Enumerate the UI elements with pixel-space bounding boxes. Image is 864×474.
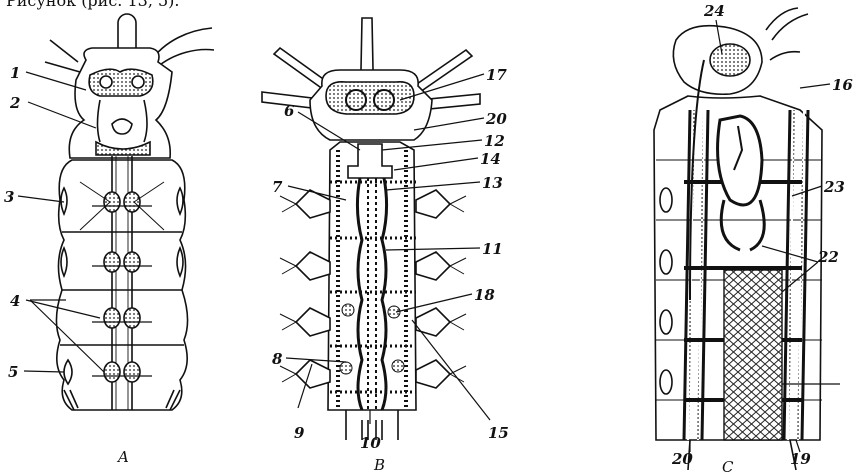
label-c-16: 16	[832, 76, 853, 94]
label-b-13: 13	[482, 174, 503, 192]
label-b-7: 7	[272, 178, 283, 196]
label-b-11: 11	[482, 240, 503, 258]
label-b-8: 8	[272, 350, 283, 368]
label-b-18: 18	[474, 286, 495, 304]
label-c-19: 19	[790, 450, 811, 468]
label-a-2: 2	[9, 94, 20, 112]
caption-c: C	[722, 458, 734, 474]
label-a-3: 3	[4, 188, 14, 206]
label-c-23: 23	[823, 178, 845, 196]
label-c-20: 20	[671, 450, 693, 468]
figure-a-segments	[56, 160, 187, 410]
label-b-12: 12	[484, 132, 505, 150]
figure-b	[262, 18, 480, 440]
label-c-22: 22	[817, 248, 839, 266]
caption-b: B	[373, 456, 385, 474]
label-b-6: 6	[284, 102, 295, 120]
label-b-9: 9	[294, 424, 305, 442]
label-a-5: 5	[8, 363, 18, 381]
label-b-15: 15	[488, 424, 509, 442]
label-c-24: 24	[703, 2, 725, 20]
label-b-20: 20	[485, 110, 507, 128]
label-b-14: 14	[480, 150, 501, 168]
caption-a: A	[116, 448, 129, 466]
label-a-1: 1	[10, 64, 20, 82]
label-a-4: 4	[10, 292, 20, 310]
label-b-10: 10	[360, 434, 381, 452]
figure-c	[654, 8, 822, 470]
label-b-17: 17	[486, 66, 507, 84]
figure-a	[45, 14, 214, 410]
